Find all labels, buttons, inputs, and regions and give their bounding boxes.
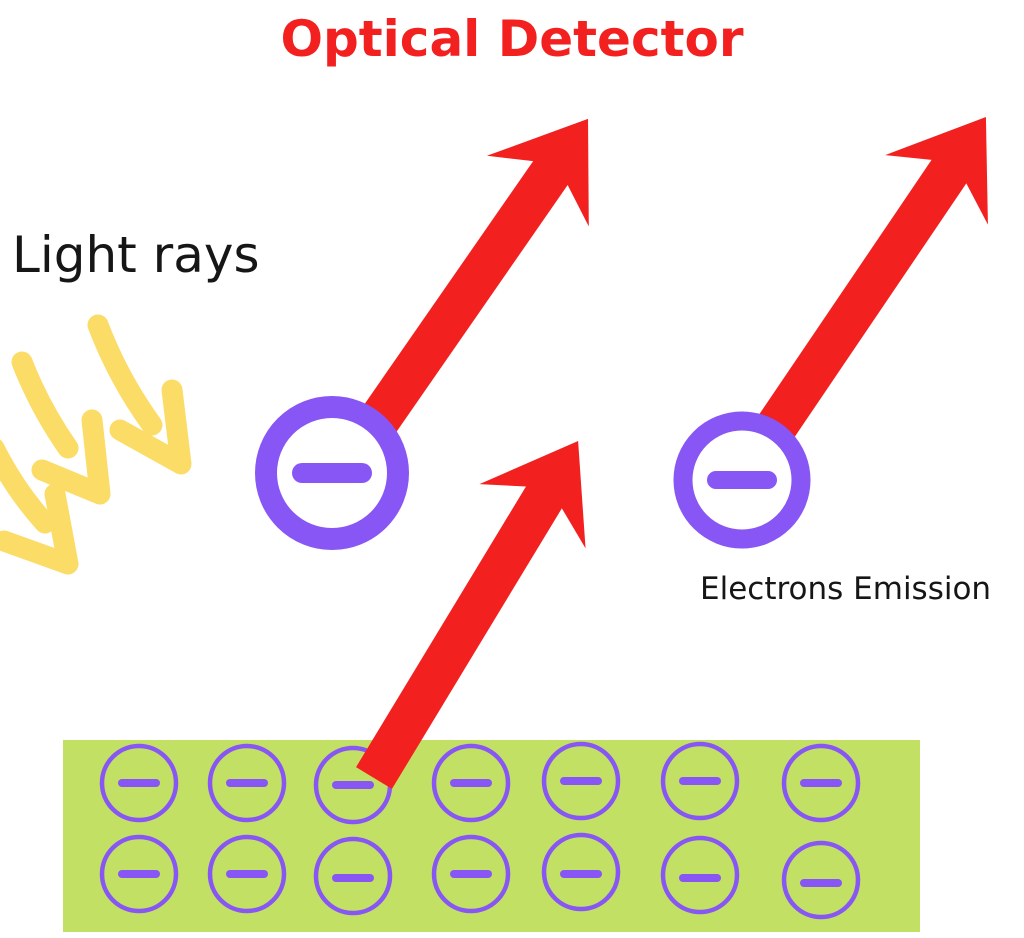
plate-electron [207, 834, 287, 914]
light-ray-arrow-middle [11, 351, 111, 505]
emission-arrow-middle [356, 440, 586, 789]
title-optical-detector: Optical Detector [280, 10, 743, 68]
plate-electron [99, 834, 179, 914]
free-electron-left [255, 396, 409, 550]
plate-electron [541, 832, 621, 912]
emission-arrow-left [350, 118, 589, 448]
free-electron-right [673, 411, 811, 549]
plate-electron [781, 743, 861, 823]
plate-electron [541, 741, 621, 821]
plate-electron-grid [99, 741, 861, 920]
plate-electron [431, 834, 511, 914]
label-light-rays: Light rays [12, 226, 260, 284]
plate-electron [660, 835, 740, 915]
metal-plate [63, 740, 920, 932]
label-electrons-emission: Electrons Emission [700, 571, 991, 607]
light-ray-arrow-top [87, 314, 192, 475]
plate-electron [660, 741, 740, 821]
plate-electron [313, 836, 393, 916]
emission-arrow-right [756, 116, 988, 442]
plate-electron [781, 840, 861, 920]
light-ray-arrow-bottom [0, 439, 79, 575]
plate-electron [99, 743, 179, 823]
plate-electron [207, 743, 287, 823]
plate-electron [431, 743, 511, 823]
